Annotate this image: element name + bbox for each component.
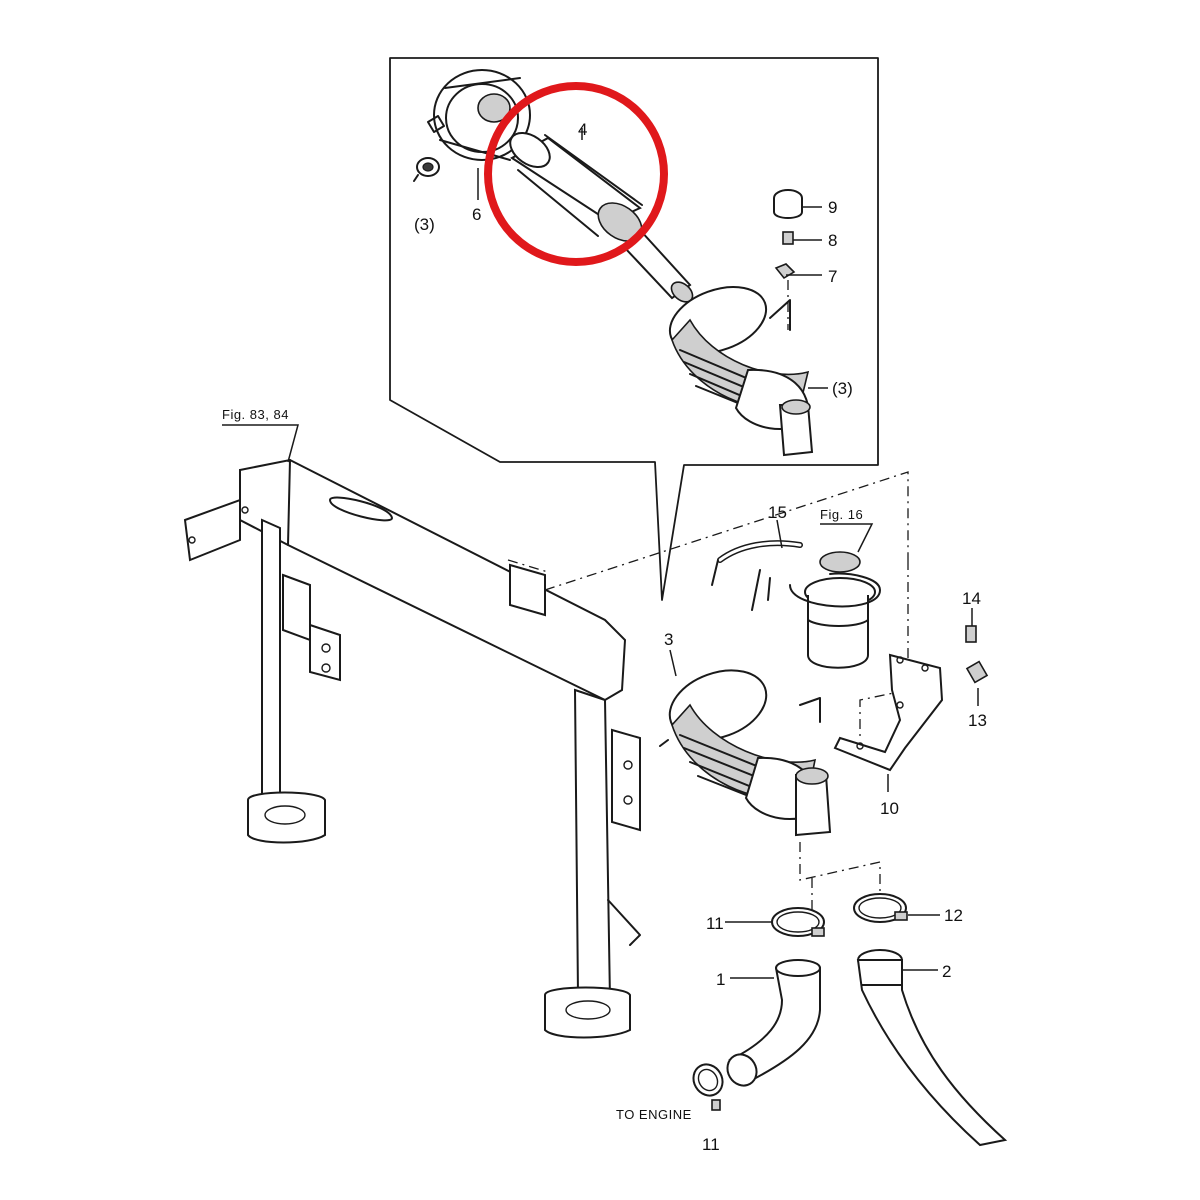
part-3-air-cleaner xyxy=(659,669,832,837)
part-9-cap xyxy=(773,189,803,219)
highlight-circle xyxy=(484,82,668,266)
separator-canister xyxy=(789,551,881,669)
part-2-long-hose xyxy=(856,949,1008,1147)
label-part-10: 10 xyxy=(880,799,899,818)
part-8-fitting xyxy=(782,231,794,245)
part-10-bracket xyxy=(833,653,944,772)
part-11-clamp xyxy=(771,907,825,937)
label-to-engine: TO ENGINE xyxy=(616,1107,692,1122)
label-part-13: 13 xyxy=(968,711,987,730)
label-part-3-ref-a: (3) xyxy=(414,215,435,234)
label-part-11-bottom: 11 xyxy=(702,1135,720,1154)
detail-inset-frame xyxy=(389,57,879,601)
label-part-4: 4 xyxy=(578,120,587,139)
label-part-1: 1 xyxy=(716,970,725,989)
assembly-guide-lines xyxy=(544,471,909,910)
part-13-bolt xyxy=(965,660,989,684)
part-7-indicator xyxy=(774,263,796,330)
part-14-bolt xyxy=(965,625,977,643)
label-part-12: 12 xyxy=(944,906,963,925)
leader-lines xyxy=(222,128,979,979)
label-fig-83-84: Fig. 83, 84 xyxy=(222,407,289,422)
label-part-3: 3 xyxy=(664,630,673,649)
part-labels: Fig. 83, 84 Fig. 16 TO ENGINE 4 6 (3) 9 … xyxy=(222,120,987,1154)
label-part-9: 9 xyxy=(828,198,837,217)
label-part-2: 2 xyxy=(942,962,951,981)
label-part-6: 6 xyxy=(472,205,481,224)
part-1-elbow-hose xyxy=(726,959,821,1087)
part-4-filter-element xyxy=(509,131,694,303)
label-part-11: 11 xyxy=(706,914,724,933)
label-part-7: 7 xyxy=(828,267,837,286)
label-part-8: 8 xyxy=(828,231,837,250)
label-part-14: 14 xyxy=(962,589,981,608)
housing-inset xyxy=(668,286,814,457)
part-3-clamp-ref-top xyxy=(413,157,440,182)
label-fig-16: Fig. 16 xyxy=(820,507,863,522)
label-part-15: 15 xyxy=(768,503,787,522)
part-12-clamp xyxy=(853,893,908,923)
part-11-clamp-bottom xyxy=(692,1063,724,1111)
label-part-3-ref-b: (3) xyxy=(832,379,853,398)
part-15-hose-assembly xyxy=(711,540,803,611)
support-frame xyxy=(183,458,641,1039)
